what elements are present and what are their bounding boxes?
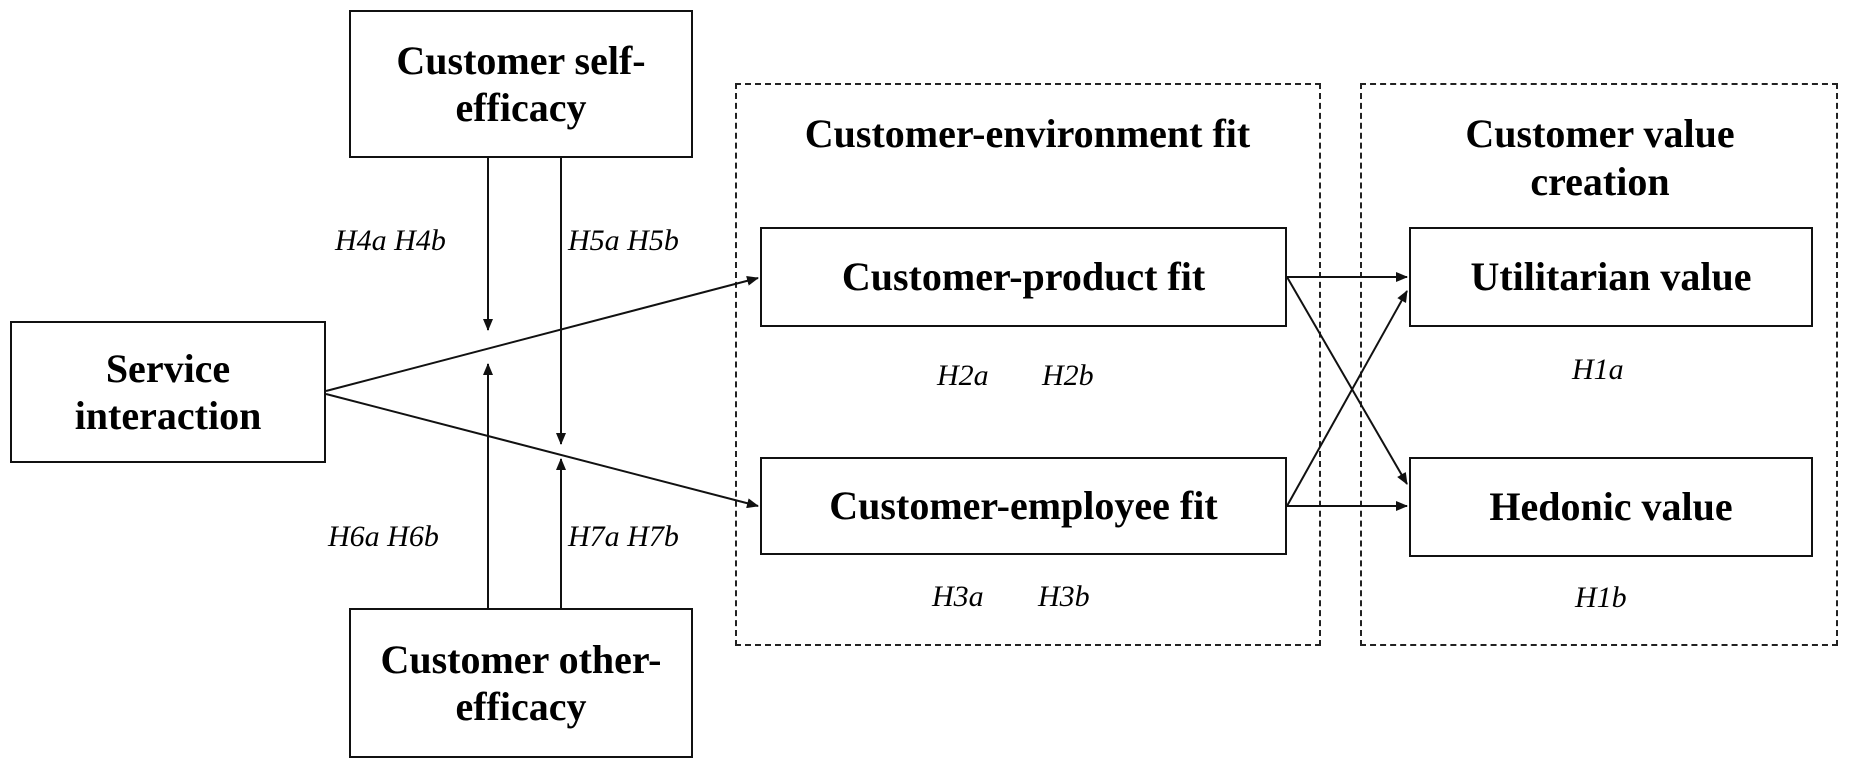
customer-product-fit-box: Customer-product fit [760, 227, 1287, 327]
arrow-service-to-product-fit [325, 275, 759, 392]
hypothesis-label-h3b: H3b [1038, 580, 1090, 613]
arrow-employee-fit-to-utilitarian [1286, 290, 1408, 507]
hypothesis-label-h1b: H1b [1575, 581, 1627, 614]
customer-other-efficacy-box: Customer other-efficacy [349, 608, 693, 758]
arrow-service-to-employee-fit [325, 393, 759, 509]
customer-employee-fit-label: Customer-employee fit [829, 483, 1218, 529]
hypothesis-label-h1a: H1a [1572, 353, 1624, 386]
hypothesis-label-h4: H4a H4b [335, 224, 446, 257]
value-creation-group-title: Customer value creation [1465, 111, 1735, 204]
environment-fit-group-title: Customer-environment fit [804, 111, 1251, 156]
environment-fit-group [735, 83, 1321, 646]
utilitarian-value-box: Utilitarian value [1409, 227, 1813, 327]
hypothesis-label-h5: H5a H5b [568, 224, 679, 257]
value-creation-group [1360, 83, 1838, 646]
hypothesis-label-h7: H7a H7b [568, 520, 679, 553]
customer-product-fit-label: Customer-product fit [841, 254, 1206, 300]
hypothesis-label-h2a: H2a [937, 359, 989, 392]
arrow-product-fit-to-hedonic [1286, 276, 1408, 485]
customer-self-efficacy-label: Customer self-efficacy [396, 37, 646, 130]
hypothesis-label-h3a: H3a [932, 580, 984, 613]
hypothesis-label-h6: H6a H6b [328, 520, 439, 553]
customer-other-efficacy-label: Customer other-efficacy [380, 636, 662, 729]
utilitarian-value-label: Utilitarian value [1470, 254, 1752, 300]
hedonic-value-box: Hedonic value [1409, 457, 1813, 557]
service-interaction-box: Service interaction [10, 321, 326, 463]
hypothesis-label-h2b: H2b [1042, 359, 1094, 392]
service-interaction-label: Service interaction [74, 345, 262, 438]
hedonic-value-label: Hedonic value [1489, 484, 1733, 530]
customer-employee-fit-box: Customer-employee fit [760, 457, 1287, 555]
customer-self-efficacy-box: Customer self-efficacy [349, 10, 693, 158]
